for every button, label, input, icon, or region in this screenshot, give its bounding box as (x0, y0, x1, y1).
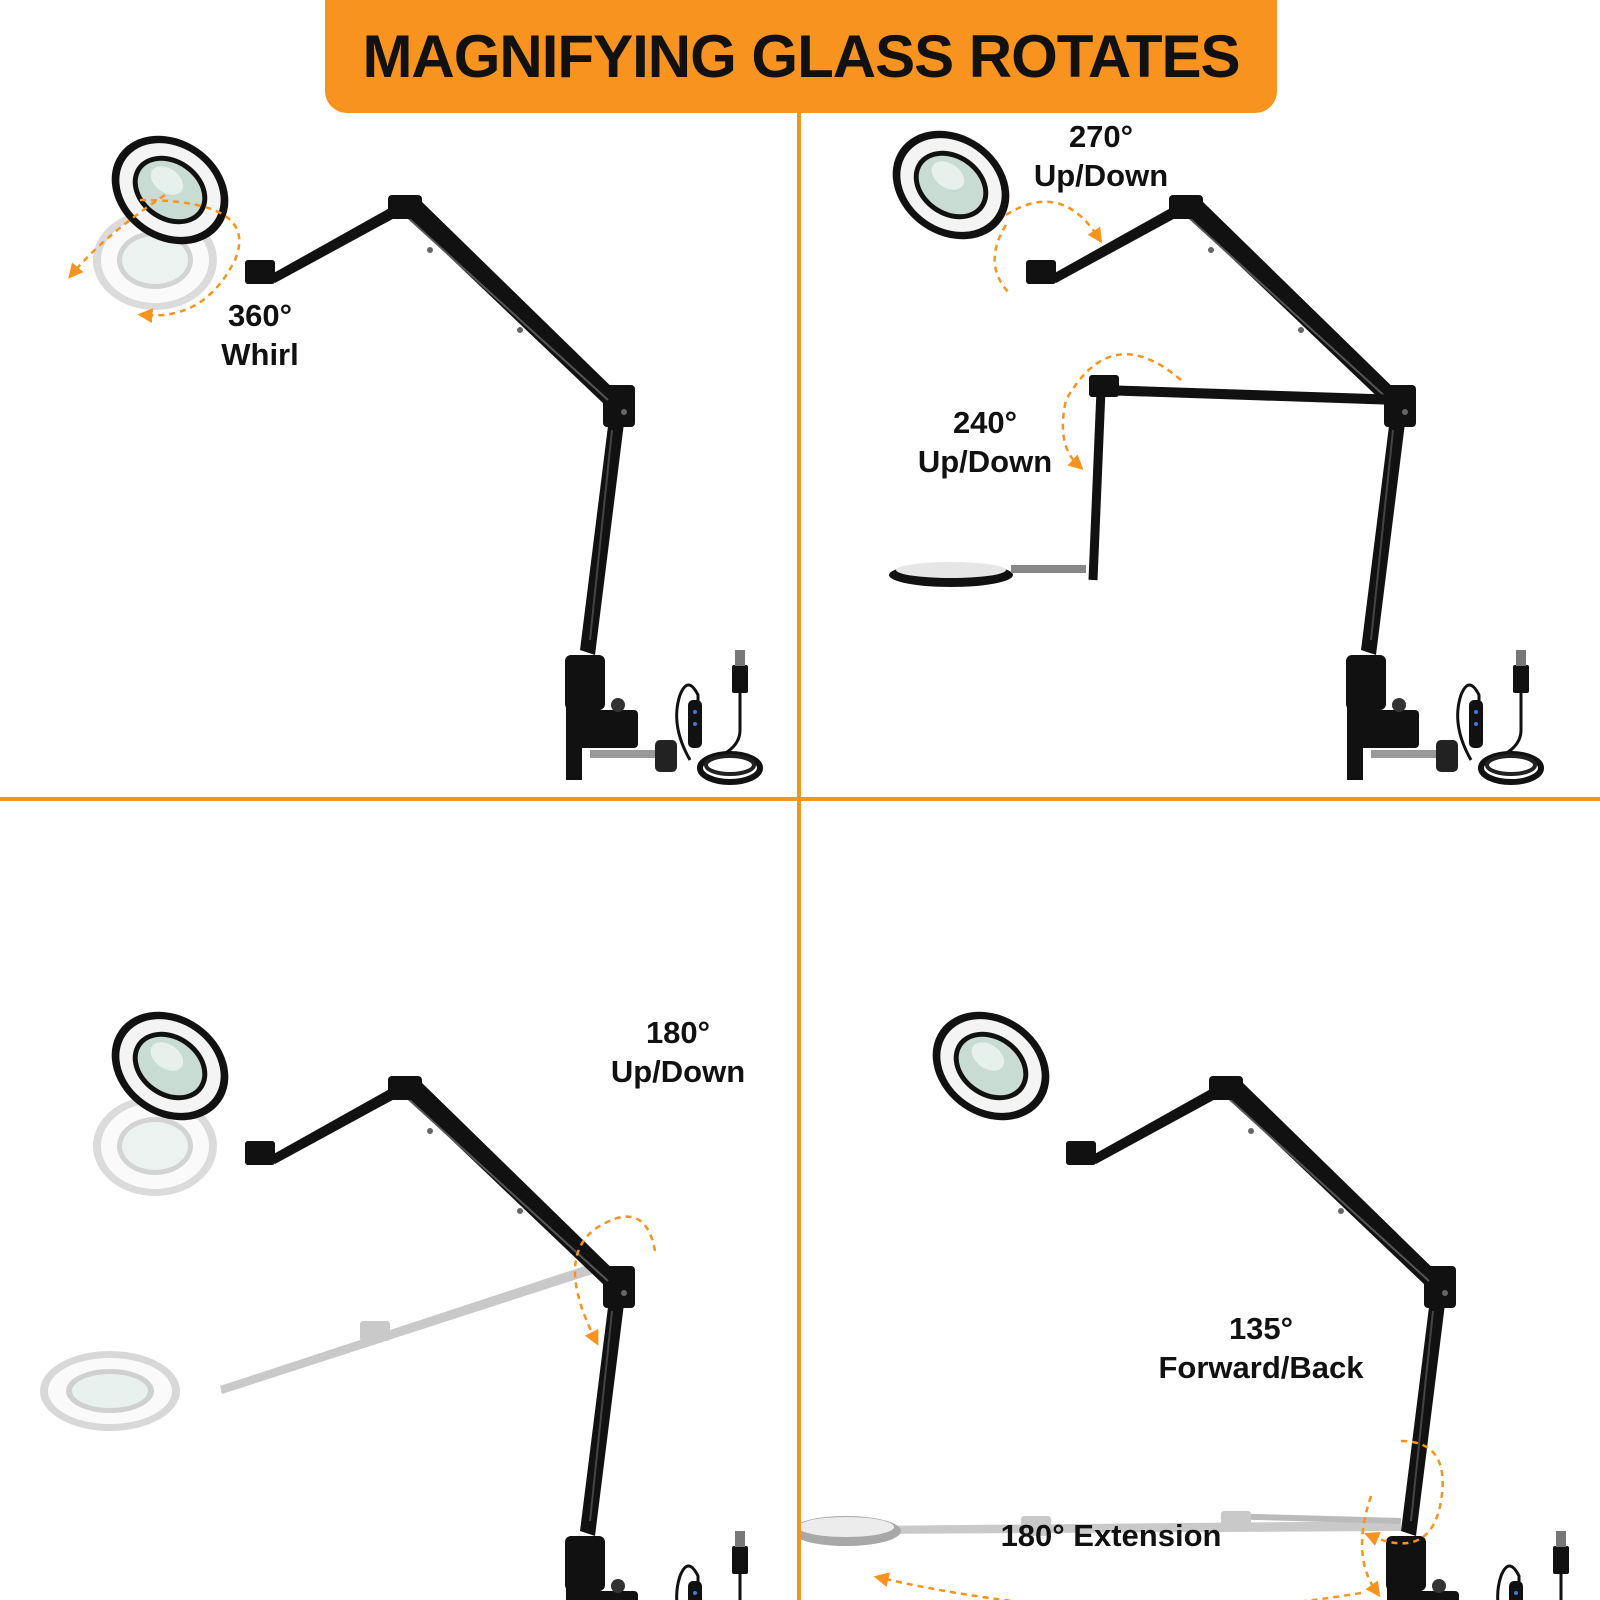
whirl-motion: Whirl (221, 337, 299, 372)
vertical-divider (797, 113, 801, 1600)
magnifier-lens (911, 989, 1071, 1143)
lamp-tilt-illustration (871, 113, 1600, 797)
arm-tilt-motion: Up/Down (917, 444, 1053, 479)
title-banner: MAGNIFYING GLASS ROTATES (325, 0, 1277, 113)
arm-tilt-label: 240° Up/Down (905, 403, 1065, 481)
lamp-whirl-illustration (68, 113, 797, 797)
panel-whirl: 360° Whirl (0, 113, 797, 797)
page-title: MAGNIFYING GLASS ROTATES (362, 23, 1240, 90)
arm-tilt-angle: 240° (952, 405, 1018, 440)
arm-180-motion: Up/Down (610, 1054, 746, 1089)
head-tilt-motion: Up/Down (1033, 158, 1169, 193)
forward-back-label: 135° Forward/Back (1141, 1309, 1381, 1387)
whirl-label: 360° Whirl (200, 296, 320, 374)
panel-arm-tilt: 180° Up/Down (0, 801, 797, 1600)
lamp-arm-illustration (40, 989, 797, 1600)
forward-back-motion: Forward/Back (1158, 1350, 1364, 1385)
extension-text: 180° Extension (1000, 1518, 1222, 1553)
lamp-extension-illustration (801, 989, 1600, 1600)
head-tilt-angle: 270° (1068, 119, 1134, 154)
head-tilt-label: 270° Up/Down (1021, 117, 1181, 195)
arm-180-angle: 180° (645, 1015, 711, 1050)
horizontal-divider (0, 797, 1600, 801)
magnifier-lens (871, 113, 1031, 262)
whirl-angle: 360° (227, 298, 293, 333)
panel-extension: 135° Forward/Back 180° Extension (801, 801, 1600, 1600)
panel-head-tilt: 270° Up/Down 240° Up/Down (801, 113, 1600, 797)
arm-180-label: 180° Up/Down (598, 1013, 758, 1091)
extension-label: 180° Extension (991, 1516, 1231, 1555)
forward-back-angle: 135° (1228, 1311, 1294, 1346)
